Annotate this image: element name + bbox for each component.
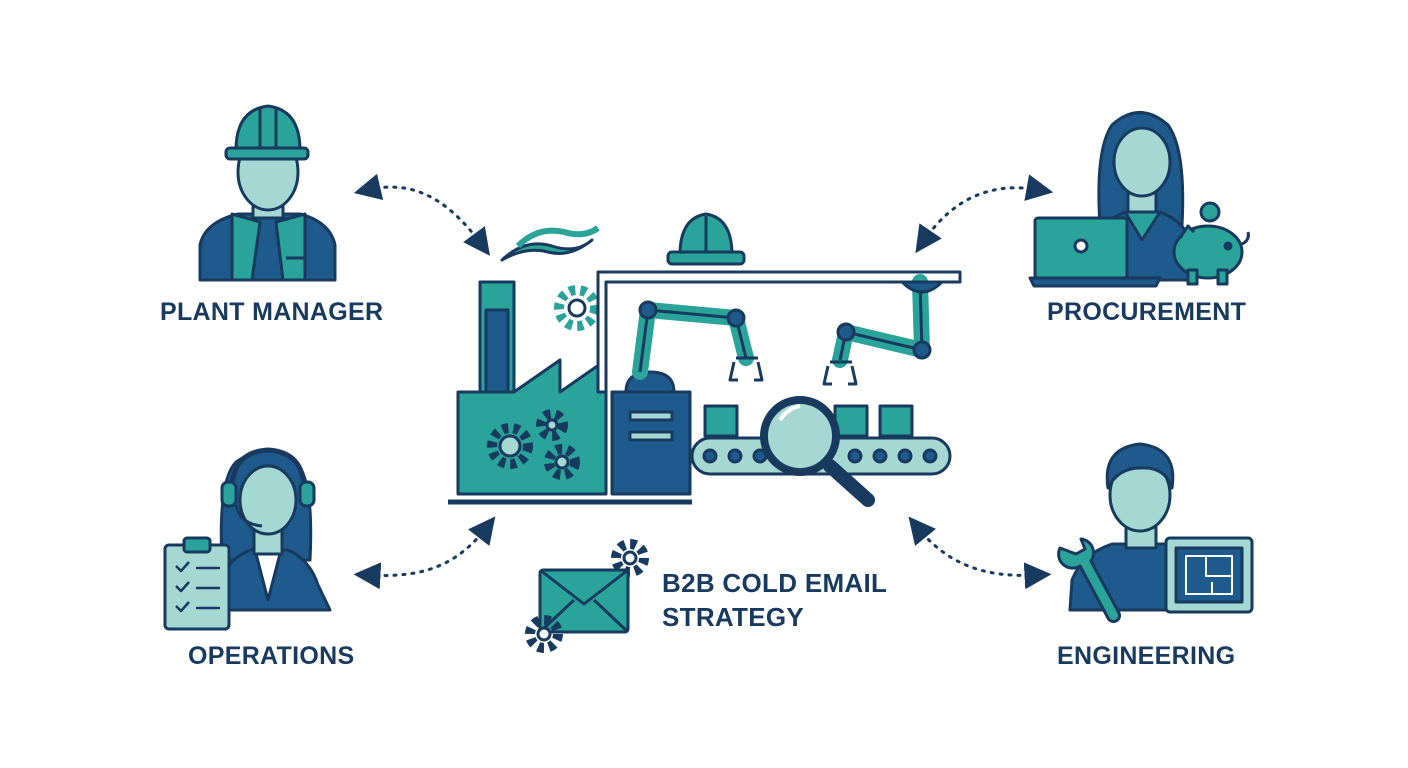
center-title-line-2: STRATEGY bbox=[662, 602, 805, 632]
machine-block bbox=[610, 390, 692, 496]
wrench-icon bbox=[1057, 537, 1122, 624]
laptop-icon bbox=[1028, 216, 1162, 288]
hard-hat-icon bbox=[224, 104, 310, 161]
factory-illustration bbox=[448, 212, 962, 507]
headset-icon bbox=[220, 447, 316, 528]
overhead-beam bbox=[596, 270, 962, 394]
role-label-procurement: PROCUREMENT bbox=[1047, 298, 1247, 326]
connector-procurement bbox=[915, 174, 1054, 254]
operations-figure bbox=[163, 447, 332, 631]
box-icon bbox=[703, 404, 914, 438]
connector-engineering bbox=[908, 516, 1052, 590]
hard-hat-icon bbox=[666, 212, 746, 266]
gear-icon bbox=[611, 539, 649, 577]
gear-icon bbox=[487, 409, 580, 480]
role-label-engineering: ENGINEERING bbox=[1057, 642, 1236, 670]
blueprint-icon bbox=[1164, 536, 1254, 614]
connector-plant-manager bbox=[353, 173, 491, 256]
email-strategy-icon bbox=[525, 539, 649, 653]
center-title-line-1: B2B COLD EMAIL bbox=[662, 568, 888, 598]
connector-operations bbox=[353, 516, 496, 590]
procurement-figure bbox=[1028, 111, 1250, 288]
role-label-plant-manager: PLANT MANAGER bbox=[160, 298, 384, 326]
plant-manager-figure bbox=[198, 104, 337, 282]
piggy-bank-icon bbox=[1172, 201, 1250, 286]
robot-arm-icon bbox=[822, 274, 944, 386]
gear-icon bbox=[554, 285, 600, 331]
envelope-icon bbox=[538, 568, 630, 634]
clipboard-icon bbox=[163, 536, 231, 631]
gear-icon bbox=[525, 615, 563, 653]
role-label-operations: OPERATIONS bbox=[188, 642, 355, 670]
smoke-icon bbox=[500, 225, 600, 262]
center-title: B2B COLD EMAIL STRATEGY bbox=[662, 566, 887, 634]
robot-arm-icon bbox=[632, 300, 764, 382]
engineering-figure bbox=[1057, 442, 1254, 624]
magnifier-icon bbox=[760, 396, 875, 507]
